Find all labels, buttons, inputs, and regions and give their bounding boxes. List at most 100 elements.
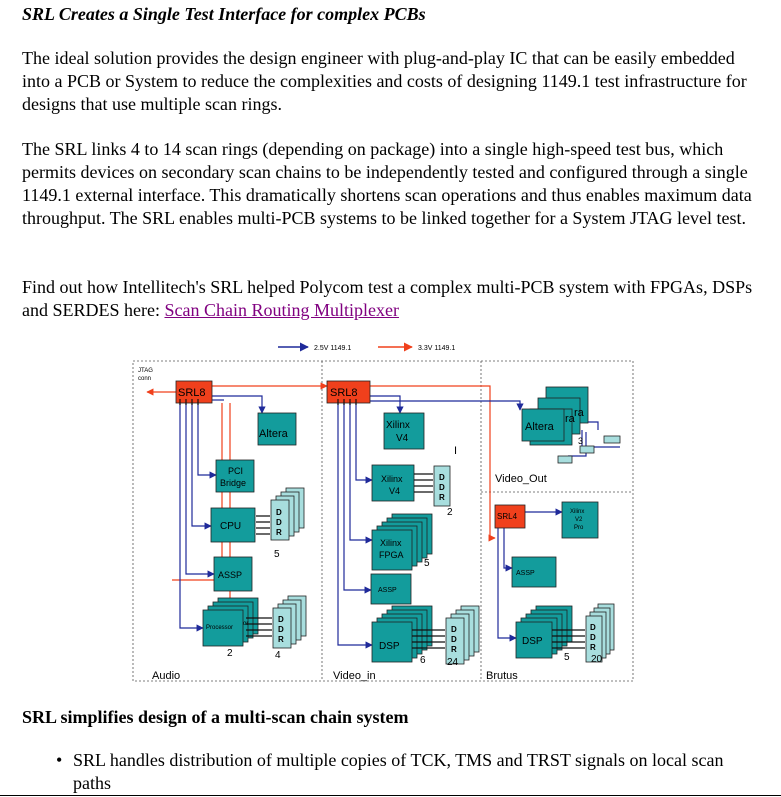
- processor-fragment: or: [243, 621, 248, 627]
- bottom-rule: [0, 795, 781, 796]
- svg-text:D: D: [451, 625, 457, 634]
- polycom-paragraph-text: Find out how Intellitech's SRL helped Po…: [22, 277, 753, 320]
- altera-fragment-1: ra: [574, 407, 585, 419]
- svg-text:D: D: [590, 633, 596, 642]
- processor-label: Processor: [206, 625, 233, 631]
- chip-boxes: [175, 380, 599, 663]
- altera-count: 3: [578, 436, 583, 446]
- svg-text:R: R: [278, 635, 284, 644]
- panel-label-brutus: Brutus: [486, 670, 518, 682]
- svg-text:D: D: [276, 508, 282, 517]
- xilinx-v4-mid-label-2: V4: [389, 486, 400, 496]
- scan-wires: [146, 382, 620, 649]
- count-ddr-brutus: 20: [591, 654, 603, 665]
- section-heading: SRL simplifies design of a multi-scan ch…: [22, 707, 409, 727]
- svg-text:D: D: [439, 483, 445, 492]
- svg-text:D: D: [278, 615, 284, 624]
- legend-red-label: 3.3V 1149.1: [418, 345, 455, 352]
- srl8-label-video-in: SRL8: [330, 387, 358, 399]
- assp-label-video-in: ASSP: [378, 587, 397, 594]
- srl8-label-audio: SRL8: [178, 387, 206, 399]
- xilinx-v2-label-3: Pro: [574, 525, 584, 531]
- xilinx-v4-top-chip: [383, 412, 425, 450]
- xilinx-fpga-label-1: Xilinx: [380, 538, 402, 548]
- ddr-stack-cpu: [270, 499, 290, 541]
- dsp-chip-brutus: [515, 621, 553, 659]
- srl-description-paragraph: The SRL links 4 to 14 scan rings (depend…: [22, 139, 752, 228]
- xilinx-v2-label-1: Xilinx: [570, 509, 584, 515]
- ddr-stack-dsp-video-in: [445, 617, 465, 665]
- altera-label-video-out: Altera: [525, 421, 555, 433]
- svg-text:D: D: [278, 625, 284, 634]
- xilinx-fpga-chip: [371, 529, 413, 571]
- page-title: SRL Creates a Single Test Interface for …: [22, 4, 426, 24]
- svg-text:R: R: [590, 643, 596, 652]
- svg-text:D: D: [590, 623, 596, 632]
- ddr-stack-processor: [272, 607, 292, 649]
- xilinx-v2-pro-chip: [561, 501, 599, 539]
- count-ddr-video-in: 24: [447, 657, 459, 668]
- svg-text:R: R: [439, 493, 445, 502]
- srl8-chip-video-in: [326, 380, 371, 404]
- jtag-label-1: JTAG: [138, 368, 153, 374]
- ddr-stack-dsp-brutus: [585, 615, 603, 663]
- count-cpu-ddr: 5: [274, 549, 280, 560]
- altera-chip-audio: [257, 412, 297, 446]
- outer-dashed-border: [132, 360, 634, 682]
- xilinx-v4-top-label-2: V4: [396, 433, 409, 444]
- dsp-label-video-in: DSP: [379, 641, 400, 652]
- xilinx-v4-top-label-1: Xilinx: [386, 420, 410, 431]
- count-processor: 2: [227, 648, 233, 659]
- xilinx-v4-mid-label-1: Xilinx: [381, 474, 403, 484]
- bullet-dot: •: [56, 750, 63, 770]
- count-xilinx-fpga: 5: [424, 558, 430, 569]
- pci-label-2: Bridge: [220, 478, 246, 488]
- count-processor-ddr: 4: [275, 650, 281, 661]
- xilinx-fpga-label-2: FPGA: [379, 550, 404, 560]
- intro-paragraph: The ideal solution provides the design e…: [22, 48, 747, 114]
- altera-label-audio: Altera: [259, 428, 289, 440]
- svg-text:D: D: [451, 635, 457, 644]
- assp-label-audio: ASSP: [218, 570, 242, 580]
- pci-bridge-chip: [215, 459, 255, 493]
- ddr-stack-video-in-mid: [433, 465, 451, 507]
- srl4-chip: [494, 504, 526, 529]
- dsp-label-brutus: DSP: [522, 636, 543, 647]
- ddr-stacks: [270, 435, 621, 665]
- processor-chip: [202, 609, 244, 647]
- tick-mark: I: [454, 445, 457, 457]
- assp-label-brutus: ASSP: [516, 570, 535, 577]
- altera-chip-video-out: [521, 408, 565, 442]
- svg-text:R: R: [276, 528, 282, 537]
- jtag-label-2: conn: [138, 376, 151, 382]
- panel-label-video-out: Video_Out: [495, 473, 547, 485]
- panel-label-audio: Audio: [152, 670, 180, 682]
- legend-blue-label: 2.5V 1149.1: [314, 345, 351, 352]
- cpu-chip: [210, 507, 256, 543]
- count-dsp-video-in: 6: [420, 655, 426, 666]
- bullet-text: SRL handles distribution of multiple cop…: [73, 750, 724, 793]
- xilinx-v2-label-2: V2: [575, 517, 583, 523]
- scan-chain-routing-multiplexer-link[interactable]: Scan Chain Routing Multiplexer: [164, 300, 399, 320]
- xilinx-v4-mid-chip: [371, 464, 415, 502]
- assp-chip-brutus: [511, 556, 557, 588]
- srl4-label: SRL4: [497, 512, 518, 521]
- bus-ticks: [179, 399, 585, 649]
- assp-chip-audio: [213, 556, 253, 592]
- cpu-label: CPU: [220, 521, 241, 532]
- assp-chip-video-in: [370, 573, 412, 605]
- srl8-chip-audio: [175, 380, 213, 404]
- svg-text:D: D: [439, 473, 445, 482]
- polycom-paragraph: Find out how Intellitech's SRL helped Po…: [22, 276, 762, 322]
- diagram-labels: SRL8 SRL8 SRL4 Altera PCI Bridge CPU ASS…: [152, 387, 603, 682]
- pci-label-1: PCI: [228, 466, 243, 476]
- svg-text:D: D: [276, 518, 282, 527]
- count-dsp-brutus: 5: [564, 652, 570, 663]
- count-video-in-mid-ddr: 2: [447, 507, 453, 518]
- svg-text:R: R: [451, 645, 457, 654]
- diagram-legend: 2.5V 1149.1 3.3V 1149.1: [278, 342, 455, 352]
- panel-label-video-in: Video_in: [333, 670, 376, 682]
- dsp-chip-video-in: [371, 621, 413, 663]
- panel-borders: [132, 360, 634, 682]
